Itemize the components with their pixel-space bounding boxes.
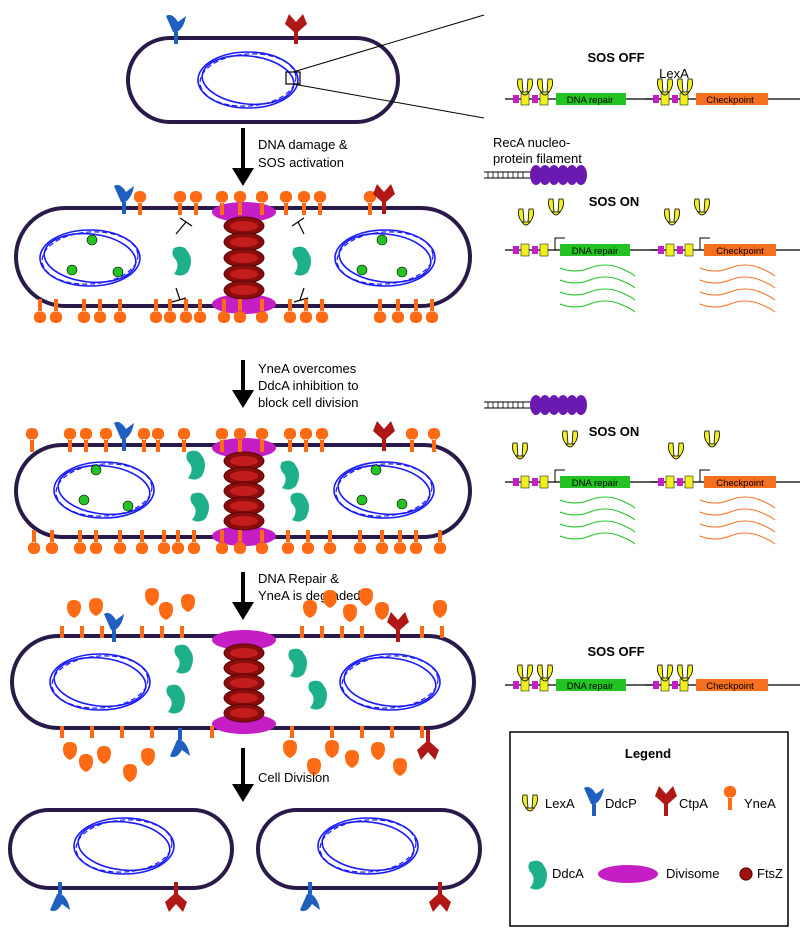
sos-on-2: SOS ON DNA repair Checkpoint [504,424,800,545]
svg-text:Checkpoint: Checkpoint [706,95,754,106]
svg-text:FtsZ: FtsZ [757,866,783,881]
svg-text:Checkpoint: Checkpoint [716,246,764,257]
svg-text:SOS OFF: SOS OFF [587,644,644,659]
sos-off-top: SOS OFF LexA DNA repair Checkpoint [504,50,800,106]
svg-text:DNA repair: DNA repair [572,478,618,489]
daughter-cell-right [256,808,482,912]
svg-text:Checkpoint: Checkpoint [706,681,754,692]
step-arrow-1: DNA damage & SOS activation [232,128,348,186]
svg-text:SOS OFF: SOS OFF [587,50,644,65]
svg-text:DNA repair: DNA repair [567,681,613,692]
svg-text:DNA Repair &: DNA Repair & [258,571,339,586]
step-arrow-4: Cell Division [232,748,330,802]
reca-filament-2 [484,395,587,415]
legend-divisome-icon [598,865,658,883]
cell-sos-activated [14,184,472,323]
daughter-cell-left [8,808,234,912]
svg-text:Divisome: Divisome [666,866,719,881]
svg-text:DdcA: DdcA [552,866,584,881]
svg-text:protein filament: protein filament [493,151,582,166]
svg-text:LexA: LexA [545,796,575,811]
lexa-label: LexA [659,66,689,81]
svg-text:DdcP: DdcP [605,796,637,811]
svg-text:SOS activation: SOS activation [258,155,344,170]
legend: Legend LexA DdcP CtpA YneA DdcA Divisome… [509,731,789,927]
cell-division-blocked [14,421,472,554]
cell-initial [126,14,400,124]
svg-text:RecA nucleo-: RecA nucleo- [493,135,570,150]
sos-off-2: SOS OFF DNA repair Checkpoint [504,644,800,692]
svg-text:DNA repair: DNA repair [572,246,618,257]
svg-text:YneA overcomes: YneA overcomes [258,361,357,376]
svg-text:Cell Division: Cell Division [258,770,330,785]
sos-on-1: SOS ON DNA repair Checkpoint [504,194,800,313]
svg-text:DdcA inhibition to: DdcA inhibition to [258,378,358,393]
step-arrow-3: DNA Repair & YneA is degraded [232,571,361,620]
svg-text:YneA: YneA [744,796,776,811]
step-arrow-2: YneA overcomes DdcA inhibition to block … [232,360,358,410]
svg-text:SOS ON: SOS ON [589,194,640,209]
svg-text:block cell division: block cell division [258,395,358,410]
svg-text:SOS ON: SOS ON [589,424,640,439]
legend-ftsz-icon [739,867,753,881]
cell-repair [10,588,476,782]
svg-text:DNA repair: DNA repair [567,95,613,106]
svg-text:CtpA: CtpA [679,796,708,811]
reca-filament: RecA nucleo- protein filament [484,135,587,185]
svg-text:Legend: Legend [625,746,671,761]
svg-text:Checkpoint: Checkpoint [716,478,764,489]
svg-text:DNA damage &: DNA damage & [258,137,348,152]
